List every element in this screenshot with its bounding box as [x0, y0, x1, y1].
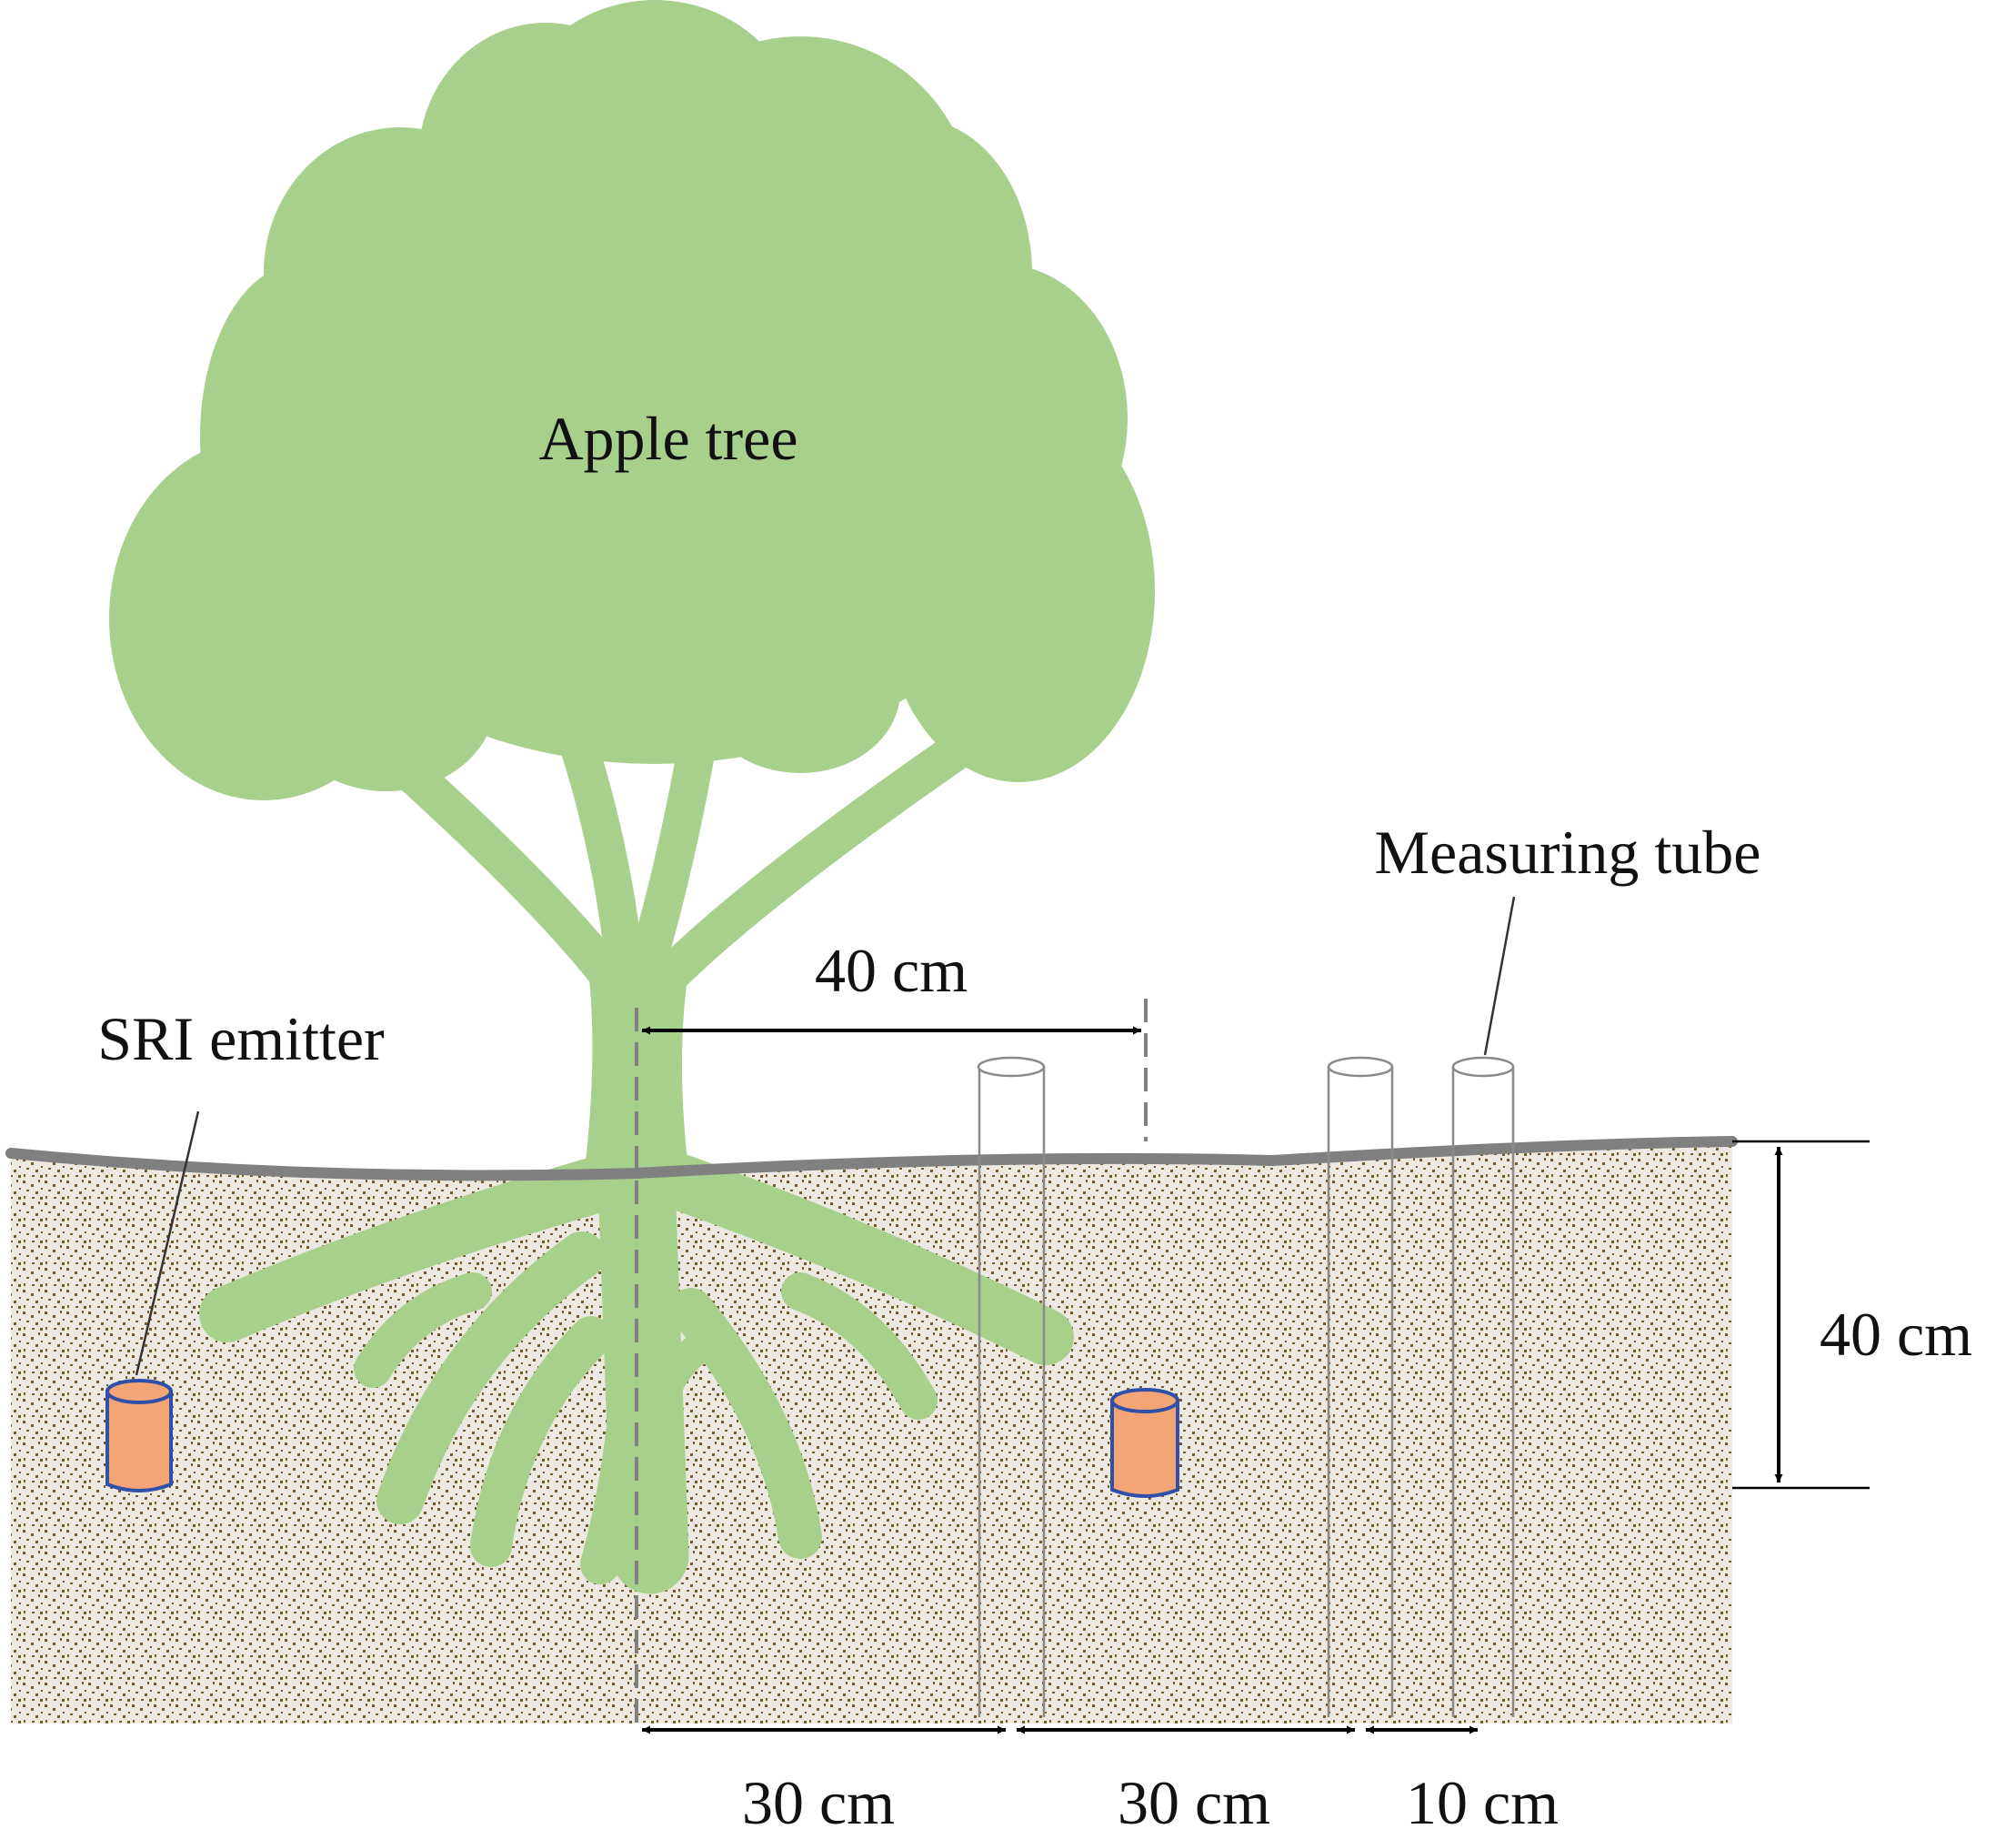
depth-label: 40 cm	[1820, 1300, 1972, 1369]
tree-label: Apple tree	[538, 404, 797, 473]
tree-trunk	[582, 955, 691, 1191]
measuring-tube-2	[1327, 1056, 1394, 1717]
tree-canopy	[109, 0, 1155, 800]
sri-emitter-left	[105, 1379, 173, 1492]
spacing-1-label: 30 cm	[742, 1768, 895, 1837]
sri-emitter-right	[1110, 1388, 1179, 1498]
emitter-label: SRI emitter	[97, 1004, 385, 1073]
spacing-2-label: 30 cm	[1118, 1768, 1270, 1837]
ground-surface-line	[5, 1136, 1738, 1181]
tree-roots	[199, 1143, 1074, 1594]
measuring-tube-3	[1451, 1056, 1515, 1717]
spacing-3-label: 10 cm	[1406, 1768, 1559, 1837]
dist-tree-emitter-label: 40 cm	[815, 936, 968, 1005]
measuring-tube-1	[977, 1056, 1046, 1717]
emitter-leader-line	[135, 1110, 200, 1376]
tube-label: Measuring tube	[1375, 818, 1761, 887]
tube-leader-line	[1483, 896, 1516, 1056]
